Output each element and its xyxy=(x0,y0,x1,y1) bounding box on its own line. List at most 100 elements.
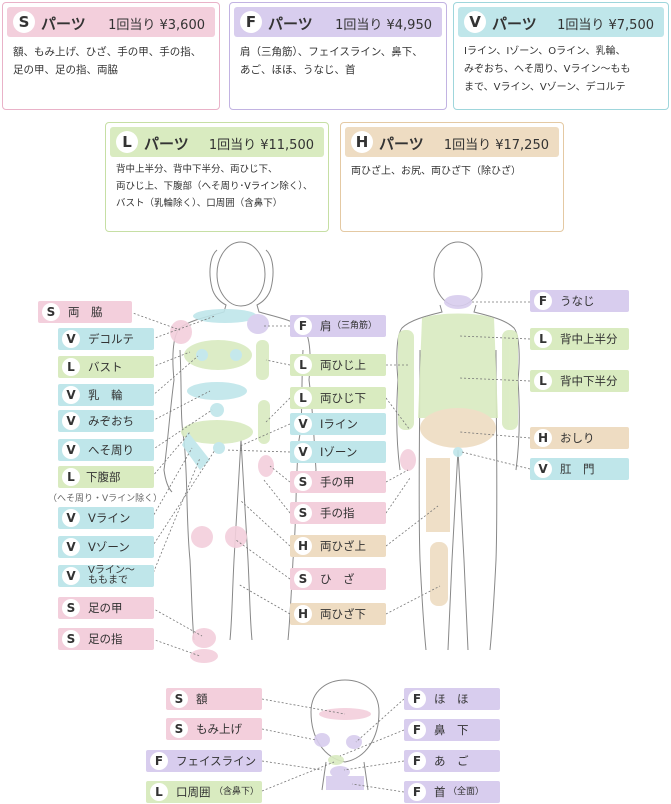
label-text: 額 xyxy=(196,692,208,706)
card-description: 背中上半分、背中下半分、両ひじ下、 両ひじ上、下腹部（へそ周り･Vライン除く）、… xyxy=(116,164,313,209)
zone-nape xyxy=(444,295,472,309)
zone-chin xyxy=(330,766,350,778)
label-nape: F うなじ xyxy=(530,290,629,312)
label-letter: V xyxy=(62,412,80,430)
zone-hand xyxy=(258,455,274,477)
label-i-line: V Iライン xyxy=(290,413,386,435)
label-letter: H xyxy=(534,429,552,447)
label-text: ほ ほ xyxy=(434,692,469,706)
zone-v-zone xyxy=(213,442,225,454)
label-thigh: H 両ひざ上 xyxy=(290,535,386,557)
label-letter: V xyxy=(62,330,80,348)
front-head-outline xyxy=(216,241,266,307)
back-body-outline xyxy=(396,304,520,651)
zone-anus xyxy=(453,447,463,457)
label-anus: V 肛 門 xyxy=(530,458,629,480)
price-card-s: S パーツ 1回当り ¥3,600 額、もみ上げ、ひざ、手の甲、手の指、 足の甲… xyxy=(2,2,220,110)
label-toes: S 足の指 xyxy=(58,628,154,650)
label-text: 両ひざ下 xyxy=(320,607,366,621)
card-title: パーツ xyxy=(41,15,86,33)
label-letter: S xyxy=(42,303,60,321)
label-text: 首 xyxy=(434,785,446,799)
label-letter: V xyxy=(62,386,80,404)
label-text: 両ひじ下 xyxy=(320,391,366,405)
leader-lines xyxy=(129,301,531,793)
card-price: 1回当り ¥7,500 xyxy=(557,18,654,33)
label-neck: F 首 （全面） xyxy=(404,781,500,803)
card-letter: V xyxy=(464,11,486,33)
card-description: 額、もみ上げ、ひざ、手の甲、手の指、 足の甲、足の指、両脇 xyxy=(13,46,202,76)
zone-buttocks xyxy=(420,408,496,448)
label-letter: S xyxy=(62,630,80,648)
label-v-zone: V Vゾーン xyxy=(58,536,154,558)
label-armpits: S 両 脇 xyxy=(38,301,132,323)
label-letter: S xyxy=(170,720,188,738)
label-text: デコルテ xyxy=(88,332,134,346)
label-text: 手の甲 xyxy=(320,475,355,489)
label-solar-plexus: V みぞおち xyxy=(58,410,154,432)
card-letter: F xyxy=(240,11,262,33)
label-small: （全面） xyxy=(448,787,485,797)
card-title: パーツ xyxy=(268,15,313,33)
label-face-line: F フェイスライン xyxy=(146,750,262,772)
label-text: おしり xyxy=(560,431,595,445)
zone-nipple-left xyxy=(196,349,208,361)
card-header: S パーツ 1回当り ¥3,600 xyxy=(7,7,215,37)
card-price: 1回当り ¥17,250 xyxy=(443,138,549,153)
card-price: 1回当り ¥3,600 xyxy=(108,18,205,33)
label-lower-abdomen: L 下腹部 xyxy=(58,466,154,488)
zone-upper-arm xyxy=(256,340,269,380)
zone-back-thigh xyxy=(426,458,450,532)
label-letter: S xyxy=(170,690,188,708)
label-letter: V xyxy=(294,415,312,433)
label-text: うなじ xyxy=(560,294,595,308)
label-letter: V xyxy=(62,567,80,585)
label-letter: V xyxy=(62,538,80,556)
price-card-l: L パーツ 1回当り ¥11,500 背中上半分、背中下半分、両ひじ下、 両ひじ… xyxy=(105,122,329,232)
label-small: （含鼻下） xyxy=(214,787,260,797)
label-text: 両 脇 xyxy=(68,305,103,319)
label-small: （三角筋） xyxy=(332,321,378,331)
label-upper-back: L 背中上半分 xyxy=(530,328,629,350)
card-header: H パーツ 1回当り ¥17,250 xyxy=(345,127,559,157)
label-note: （へそ周り・Vライン除く） xyxy=(48,494,163,504)
face-outline xyxy=(310,679,380,791)
label-cheeks: F ほ ほ xyxy=(404,688,500,710)
label-text: 口周囲 xyxy=(176,785,211,799)
label-text: Vゾーン xyxy=(88,540,130,554)
zone-back xyxy=(418,313,498,418)
label-letter: L xyxy=(294,389,312,407)
label-letter: L xyxy=(62,468,80,486)
label-text: 手の指 xyxy=(320,506,355,520)
card-header: V パーツ 1回当り ¥7,500 xyxy=(458,7,664,37)
label-letter: F xyxy=(408,783,426,801)
label-text: 背中上半分 xyxy=(560,332,618,346)
card-price: 1回当り ¥4,950 xyxy=(335,18,432,33)
zone-mouth xyxy=(328,755,344,765)
label-text: 足の指 xyxy=(88,632,123,646)
label-fingers: S 手の指 xyxy=(290,502,386,524)
label-letter: F xyxy=(534,292,552,310)
label-text: Vライン〜 xyxy=(88,565,135,576)
label-letter: S xyxy=(294,504,312,522)
label-text: 下腹部 xyxy=(86,470,121,484)
label-letter: H xyxy=(294,537,312,555)
card-header: L パーツ 1回当り ¥11,500 xyxy=(110,127,324,157)
zone-cheek xyxy=(346,735,362,749)
label-under-nose: F 鼻 下 xyxy=(404,719,500,741)
zone-toes xyxy=(190,649,218,663)
label-shoulder: F 肩 （三角筋） xyxy=(290,315,386,337)
zone-bust xyxy=(184,340,252,370)
label-letter: F xyxy=(408,752,426,770)
label-text: ひ ざ xyxy=(320,572,355,586)
label-text: Iゾーン xyxy=(320,445,358,459)
label-letter: S xyxy=(294,473,312,491)
label-letter: F xyxy=(294,317,312,335)
card-description: Iライン、Iゾーン、Oライン、乳輪、 みぞおち、へそ周り、Vライン〜もも まで、… xyxy=(464,46,631,93)
price-card-v: V パーツ 1回当り ¥7,500 Iライン、Iゾーン、Oライン、乳輪、 みぞお… xyxy=(453,2,669,110)
label-knee: S ひ ざ xyxy=(290,568,386,590)
card-header: F パーツ 1回当り ¥4,950 xyxy=(234,7,442,37)
label-letter: F xyxy=(150,752,168,770)
zone-forearm xyxy=(258,400,270,444)
label-text: 両ひざ上 xyxy=(320,539,366,553)
